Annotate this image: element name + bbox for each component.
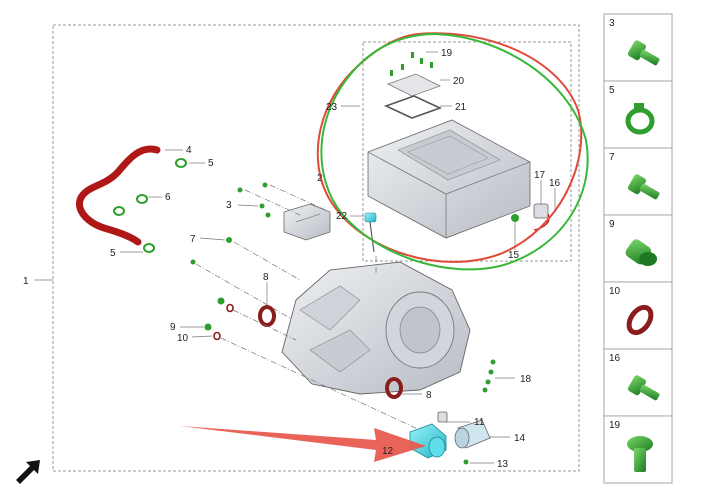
bolt-icon[interactable] [190,182,496,465]
screw-icon[interactable] [390,52,433,76]
seal-ring-icon[interactable] [213,303,234,341]
cyan-connector[interactable] [409,423,447,459]
callout-12[interactable]: 12 [382,446,394,457]
callout-4[interactable]: 4 [186,145,192,156]
inverter-module[interactable] [367,119,531,239]
callout-5[interactable]: 5 [110,248,116,259]
thumbnail-label: 16 [609,353,621,364]
callout-labels: 1 2 3 4 5 5 6 7 8 8 9 10 11 12 13 14 15 … [23,48,561,470]
callout-21[interactable]: 21 [455,102,467,113]
callout-22[interactable]: 22 [336,211,348,222]
thumbnail-cell[interactable]: 19 [603,415,673,484]
thumbnail-cell[interactable]: 16 [603,348,673,417]
callout-20[interactable]: 20 [453,76,465,87]
plug-icon [625,239,657,266]
bolt-icon [627,40,660,66]
callout-11[interactable]: 11 [474,417,485,428]
callout-15[interactable]: 15 [508,250,520,261]
callout-17[interactable]: 17 [534,170,546,181]
callout-7[interactable]: 7 [190,234,196,245]
thumbnail-cell[interactable]: 9 [603,214,673,283]
parts-thumbnail-list: 3 5 7 9 10 16 19 [603,13,673,484]
seal-ring-icon[interactable] [258,305,403,399]
small-fitting[interactable] [437,411,448,423]
callout-5[interactable]: 5 [208,158,214,169]
highlight-arrow [180,426,426,462]
callout-16[interactable]: 16 [549,178,561,189]
thumbnail-label: 3 [609,18,615,29]
transmission-housing[interactable] [281,261,471,395]
callout-18[interactable]: 18 [520,374,532,385]
thumbnail-cell[interactable]: 3 [603,13,673,82]
callout-8[interactable]: 8 [426,390,432,401]
thumbnail-label: 19 [609,420,621,431]
thumbnail-label: 10 [609,286,621,297]
bolt-icon [627,174,660,200]
callout-19[interactable]: 19 [441,48,453,59]
thumbnail-cell[interactable]: 7 [603,147,673,216]
hose-clamp-icon[interactable] [113,158,187,253]
seal-ring-icon [626,304,654,336]
plug-icon[interactable] [204,297,225,331]
callout-6[interactable]: 6 [165,192,171,203]
thumbnail-cell[interactable]: 10 [603,281,673,350]
thumbnail-label: 5 [609,85,615,96]
callout-1[interactable]: 1 [23,276,29,287]
coolant-hose[interactable] [76,145,161,246]
callout-23[interactable]: 23 [326,102,338,113]
callout-10[interactable]: 10 [177,333,189,344]
thumbnail-label: 9 [609,219,615,230]
expand-arrow-icon[interactable] [16,460,40,484]
highlight-loop-green [320,33,589,271]
leader-lines [34,51,556,464]
callout-14[interactable]: 14 [514,433,526,444]
hose-clamp-icon [625,103,655,135]
thumbnail-cell[interactable]: 5 [603,80,673,149]
bolt-icon [627,375,660,401]
callout-3[interactable]: 3 [226,200,232,211]
callout-13[interactable]: 13 [497,459,509,470]
cover-plate[interactable] [386,73,442,97]
thumbnail-label: 7 [609,152,615,163]
callout-8[interactable]: 8 [263,272,269,283]
sensor-connector[interactable] [283,203,331,241]
cylinder-part[interactable] [454,419,491,449]
callout-2[interactable]: 2 [317,173,323,184]
gasket[interactable] [383,95,443,119]
harness-connector[interactable] [511,203,550,231]
cyan-plug[interactable] [364,212,377,253]
callout-9[interactable]: 9 [170,322,176,333]
screw-icon [627,436,653,472]
main-assembly-frame [52,24,580,472]
